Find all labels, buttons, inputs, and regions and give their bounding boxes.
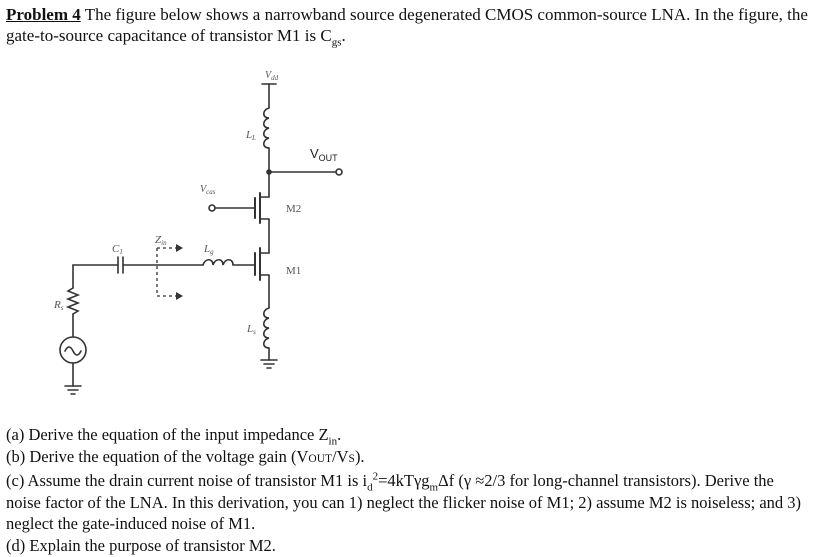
vcas-label: Vcas — [200, 184, 216, 196]
c1-label: C1 — [112, 243, 123, 256]
question-c-text-5: γ ≈2/3 for long-channel transistors). De… — [6, 471, 802, 533]
vout-node-dot — [266, 169, 272, 175]
cgs-subscript: gs — [331, 36, 342, 49]
zin-arrow-top — [176, 244, 183, 252]
load-inductor — [262, 107, 270, 149]
problem-number: Problem 4 — [6, 5, 81, 24]
question-c-text-4: Δf ( — [438, 471, 464, 490]
question-a-end: . — [337, 425, 342, 444]
question-c-text-2: =4kT — [378, 471, 414, 490]
question-c-text-3: g — [421, 471, 430, 490]
source-inductor — [262, 307, 270, 349]
question-b: (b) Derive the equation of the voltage g… — [6, 446, 810, 471]
vout-label: VOUT — [310, 146, 338, 163]
question-list: (a) Derive the equation of the input imp… — [6, 424, 810, 556]
id-subscript: d — [367, 481, 373, 494]
m1-label: M1 — [286, 265, 301, 277]
lna-circuit-diagram: Vdd LL VOUT Vcas M2 M1 C1 Zin Lg Rs Ls V… — [53, 70, 343, 395]
question-c: (c) Assume the drain current noise of tr… — [6, 470, 810, 535]
ls-label: Ls — [246, 323, 256, 336]
m2-label: M2 — [286, 203, 301, 215]
gate-inductor — [202, 258, 239, 266]
question-d: (d) Explain the purpose of transistor M2… — [6, 535, 276, 555]
vs-sine — [64, 346, 82, 356]
question-b-text: (b) Derive the equation of the voltage g… — [6, 446, 309, 466]
ld-label: LL — [245, 129, 256, 142]
question-b-end: ). — [354, 446, 365, 466]
problem-end: . — [341, 26, 346, 45]
rs-label: Rs — [53, 299, 64, 312]
vs-subscript: S — [348, 452, 355, 465]
vdd-label: Vdd — [265, 70, 279, 82]
question-a-text: (a) Derive the equation of the input imp… — [6, 425, 329, 444]
gamma-symbol: γ — [413, 471, 422, 490]
vout-terminal — [335, 168, 343, 176]
source-resistor — [65, 287, 81, 315]
gm-subscript: m — [429, 481, 439, 494]
problem-statement: Problem 4 The figure below shows a narro… — [6, 4, 810, 49]
id-superscript: 2 — [372, 470, 379, 483]
vcas-terminal — [208, 204, 216, 212]
zin-subscript: in — [328, 435, 338, 448]
vout-subscript: OUT — [308, 452, 333, 465]
question-a: (a) Derive the equation of the input imp… — [6, 424, 810, 448]
question-c-text-1: (c) Assume the drain current noise of tr… — [6, 471, 368, 490]
question-b-mid: /V — [332, 446, 349, 466]
zin-label: Zin — [155, 234, 167, 247]
problem-text: The figure below shows a narrowband sour… — [6, 5, 808, 45]
zin-arrow-bottom — [176, 292, 183, 300]
lg-label: Lg — [203, 243, 214, 256]
